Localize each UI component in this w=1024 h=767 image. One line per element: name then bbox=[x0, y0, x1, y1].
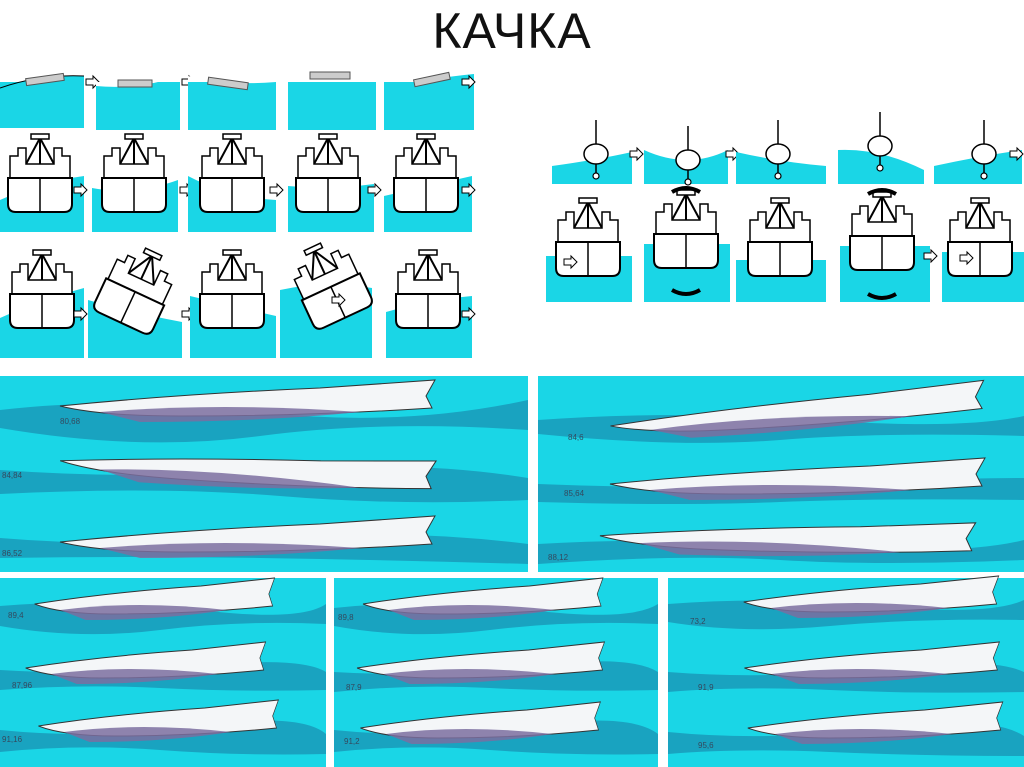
row-heaving-ships bbox=[546, 186, 1024, 302]
label-1a: 80,68 bbox=[60, 417, 81, 426]
hull-panel-1: 80,68 84,84 86,52 bbox=[0, 376, 528, 572]
row-pitching-plates bbox=[0, 71, 476, 130]
label-2a: 84,6 bbox=[568, 433, 584, 442]
hull-panel-3: 89,4 87,96 91,16 bbox=[0, 577, 326, 767]
label-2c: 88,12 bbox=[548, 553, 569, 562]
row-buoys bbox=[552, 111, 1024, 186]
label-1b: 84,84 bbox=[2, 471, 23, 480]
hull-panel-5: 73,2 91,9 95,6 bbox=[668, 575, 1024, 767]
hull-panel-2: 84,6 85,64 88,12 bbox=[538, 376, 1024, 572]
hull-panel-4: 89,8 87,9 91,2 bbox=[334, 577, 658, 767]
label-3a: 89,4 bbox=[8, 611, 24, 620]
slide-title: КАЧКА bbox=[432, 3, 592, 59]
row-rolling-ships-1 bbox=[0, 128, 476, 232]
label-1c: 86,52 bbox=[2, 549, 23, 558]
label-3b: 87,96 bbox=[12, 681, 33, 690]
label-4b: 87,9 bbox=[346, 683, 362, 692]
label-3c: 91,16 bbox=[2, 735, 23, 744]
label-5a: 73,2 bbox=[690, 617, 706, 626]
label-5c: 95,6 bbox=[698, 741, 714, 750]
label-2b: 85,64 bbox=[564, 489, 585, 498]
label-5b: 91,9 bbox=[698, 683, 714, 692]
row-rolling-ships-2 bbox=[0, 232, 476, 358]
label-4c: 91,2 bbox=[344, 737, 360, 746]
label-4a: 89,8 bbox=[338, 613, 354, 622]
